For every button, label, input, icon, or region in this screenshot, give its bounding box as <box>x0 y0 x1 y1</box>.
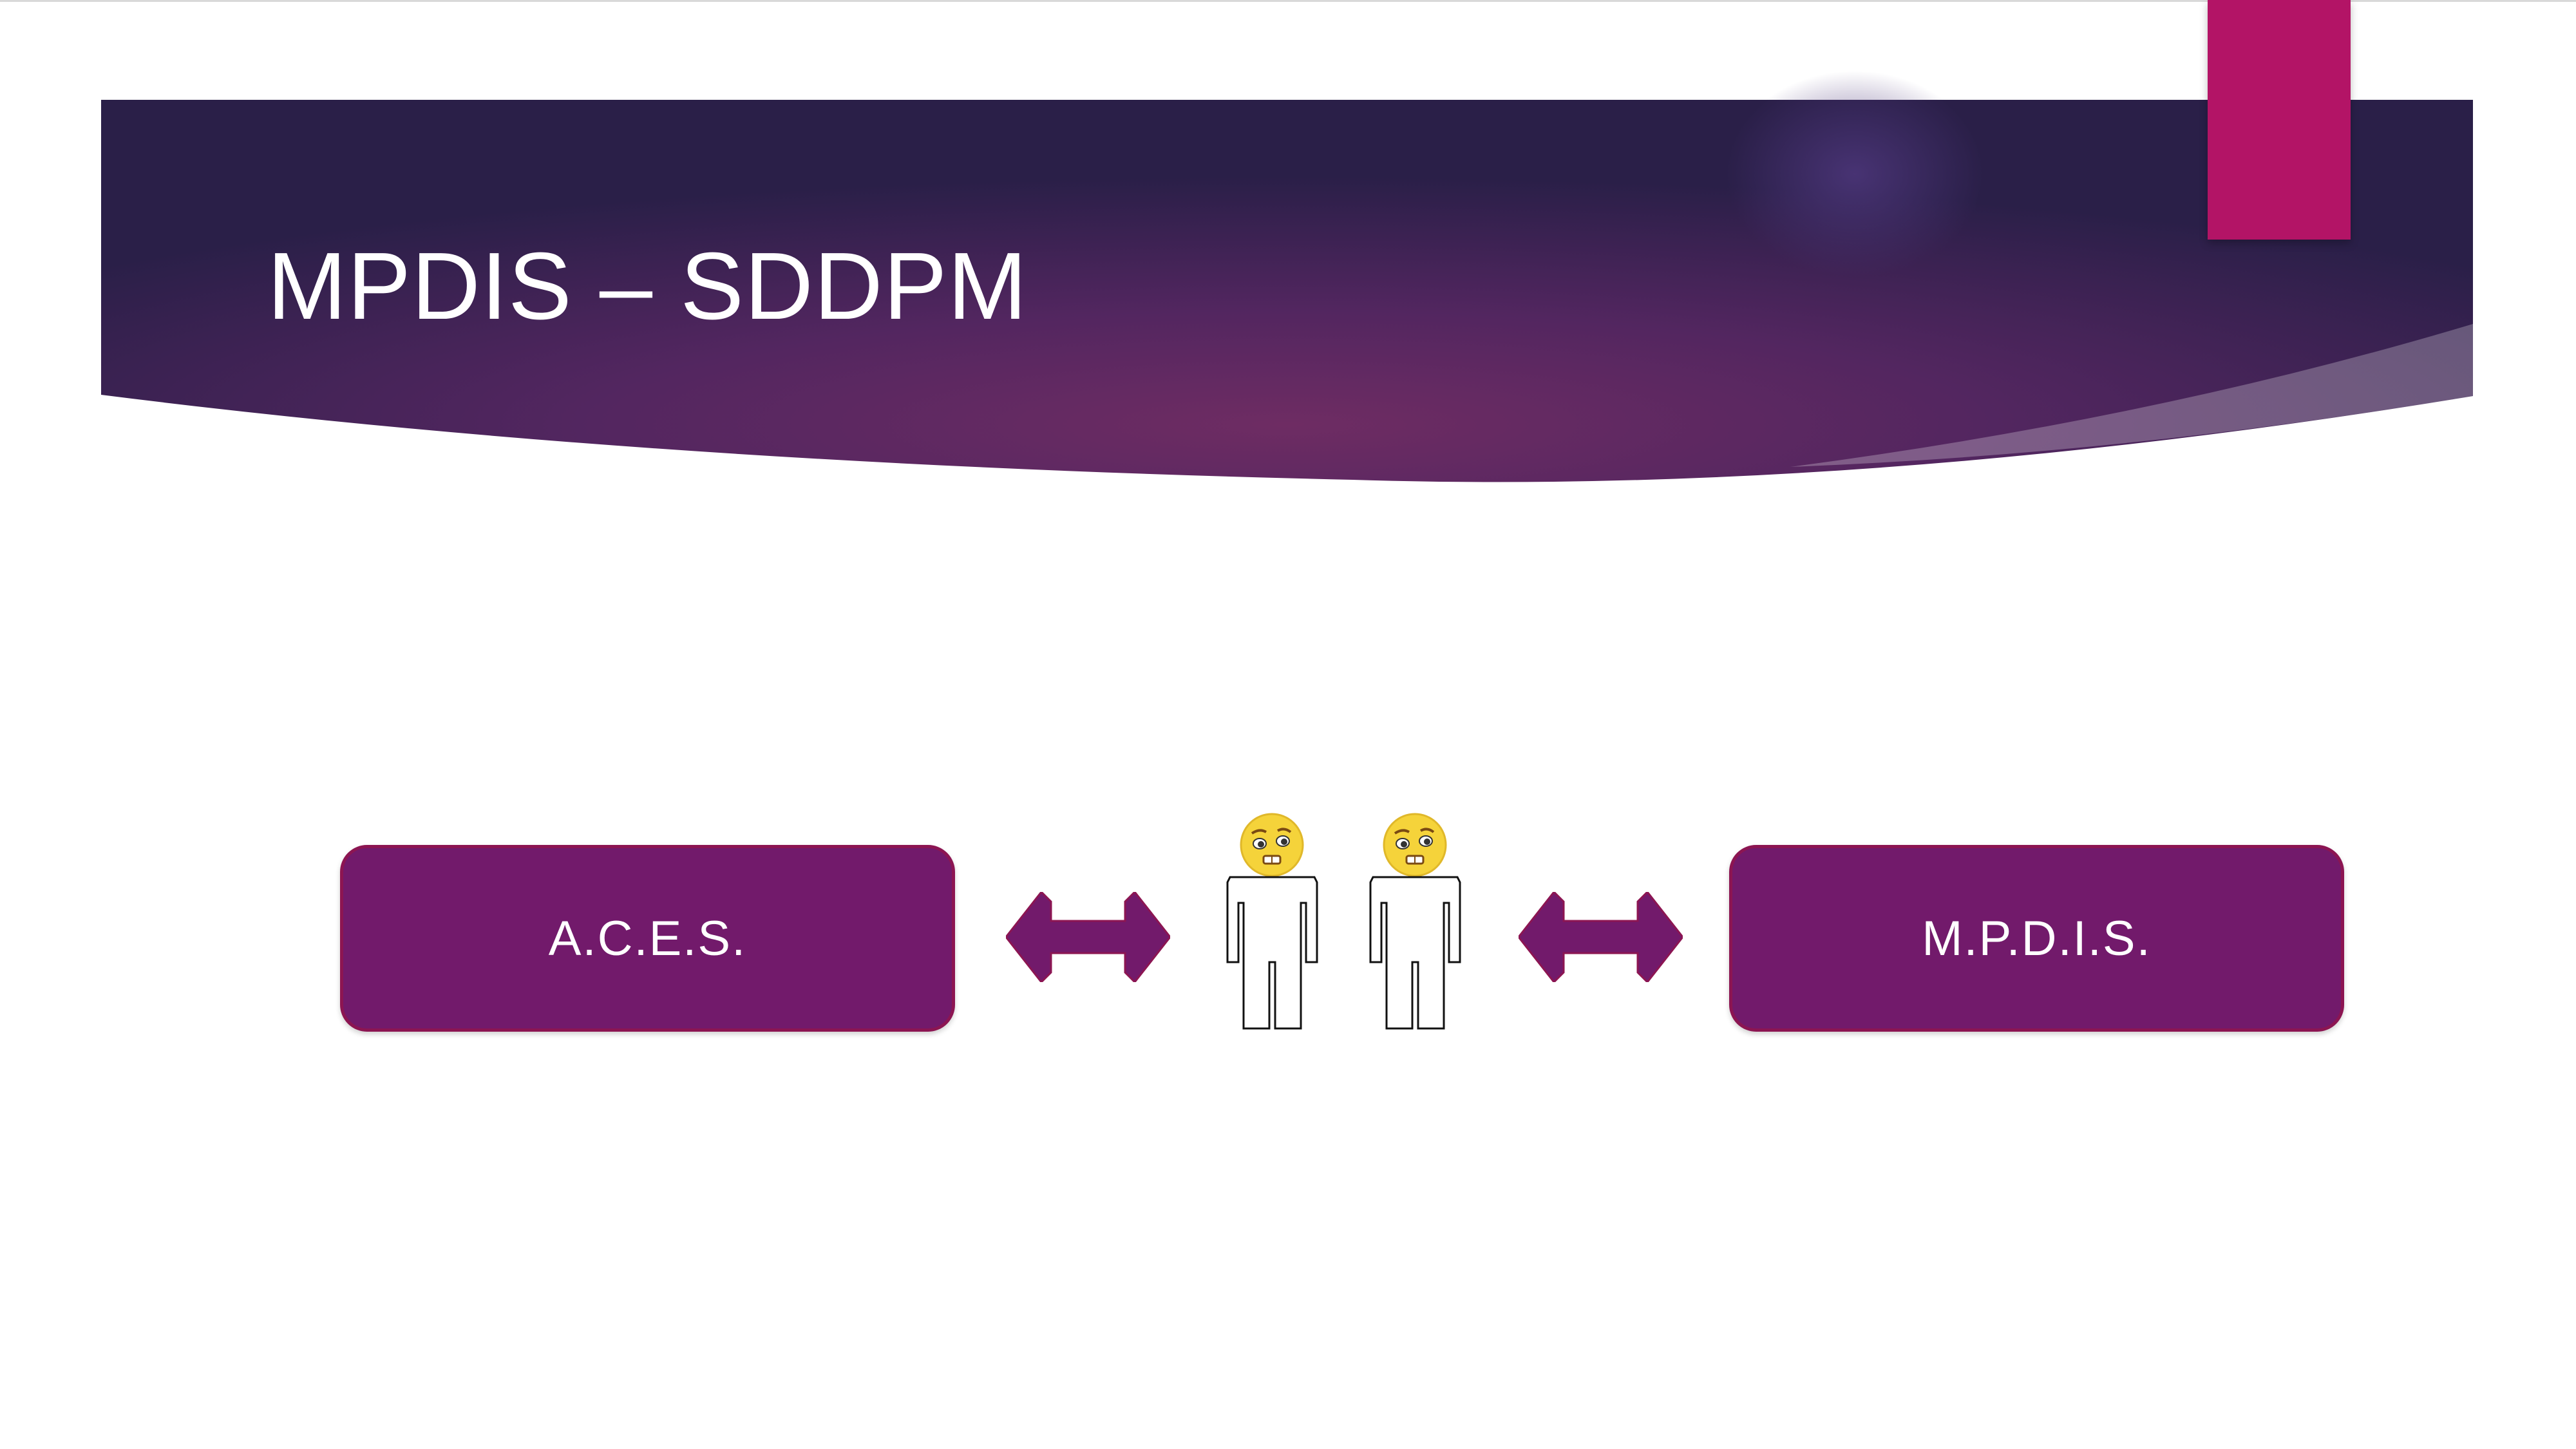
confused-person-icon <box>1369 813 1461 1030</box>
aces-box: A.C.E.S. <box>340 845 955 1032</box>
double-arrow-right <box>1519 892 1683 982</box>
slide-title: MPDIS – SDDPM <box>267 233 1028 339</box>
mpdis-box: M.P.D.I.S. <box>1729 845 2344 1032</box>
top-divider <box>0 0 2576 2</box>
title-banner <box>0 0 2576 515</box>
confused-person-icon <box>1226 813 1318 1030</box>
double-arrow-left <box>1006 892 1170 982</box>
accent-tab <box>2208 0 2351 240</box>
